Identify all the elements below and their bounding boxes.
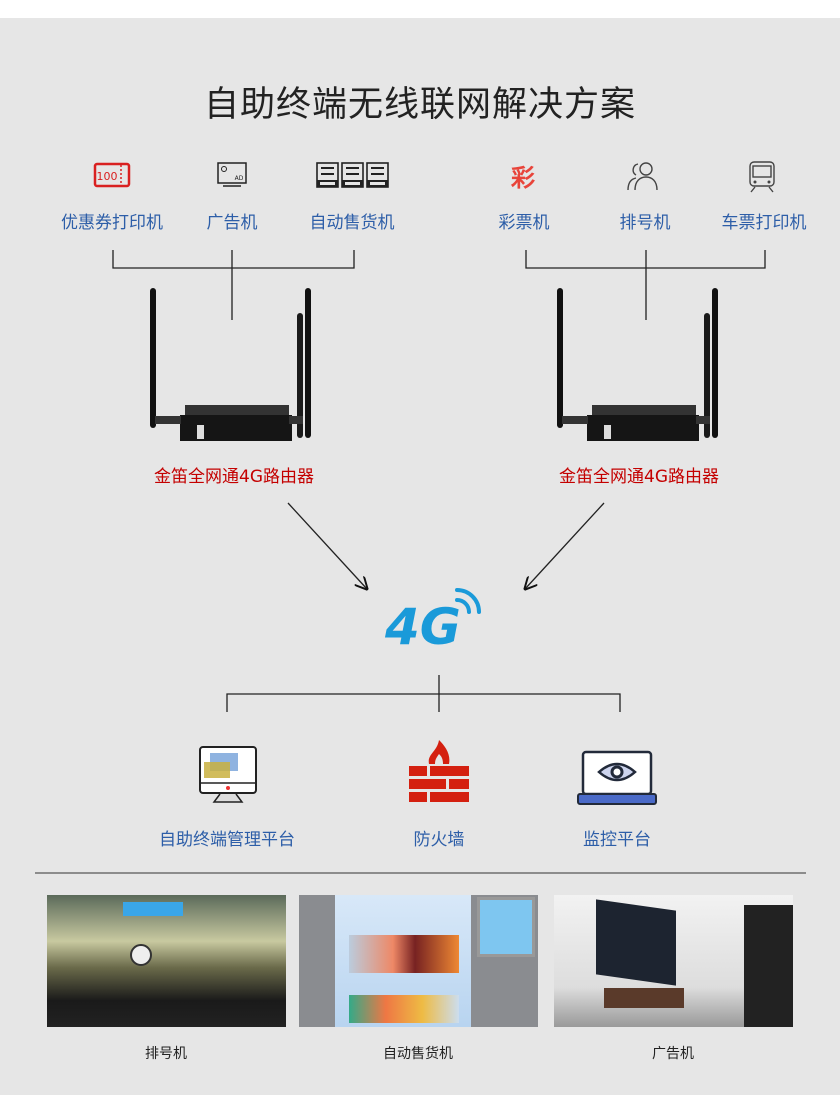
router-label-left: 金笛全网通4G路由器 (154, 467, 314, 487)
queue-people-icon (627, 162, 658, 191)
device-label-queue-machine: 排号机 (619, 213, 671, 233)
page-title: 自助终端无线联网解决方案 (203, 85, 636, 125)
ad-screen-icon: AD (217, 162, 247, 187)
device-label-coupon-printer: 优惠券打印机 (61, 213, 163, 233)
router-label-right: 金笛全网通4G路由器 (559, 467, 719, 487)
monitor-icon (199, 746, 257, 803)
train-icon (749, 161, 775, 193)
device-label-vending-machine: 自动售货机 (309, 213, 395, 233)
firewall-icon (409, 740, 469, 802)
platform-label-management: 自助终端管理平台 (159, 830, 295, 850)
laptop-eye-icon (577, 750, 657, 805)
device-label-ad-machine: 广告机 (206, 213, 258, 233)
photo-caption-vending: 自动售货机 (383, 1046, 453, 1062)
photo-queue-hall (47, 895, 286, 1027)
photo-ad-display-room (554, 895, 793, 1027)
device-label-lottery-machine: 彩票机 (498, 213, 550, 233)
vending-machine-icon (316, 162, 389, 188)
signal-waves-icon (455, 588, 481, 614)
svg-text:100: 100 (97, 170, 118, 183)
photo-caption-queue: 排号机 (145, 1046, 187, 1062)
photo-vending-machine (299, 895, 538, 1027)
platform-label-firewall: 防火墙 (413, 830, 465, 850)
svg-text:AD: AD (235, 175, 244, 182)
device-label-ticket-printer: 车票打印机 (721, 213, 807, 233)
router-image (557, 288, 718, 441)
router-image (150, 288, 311, 441)
coupon-icon: 100 (93, 162, 131, 188)
photo-caption-ad: 广告机 (652, 1046, 694, 1062)
lottery-icon: 彩 (511, 164, 535, 192)
4g-logo: 4G (385, 588, 485, 662)
platform-label-monitoring: 监控平台 (583, 830, 651, 850)
